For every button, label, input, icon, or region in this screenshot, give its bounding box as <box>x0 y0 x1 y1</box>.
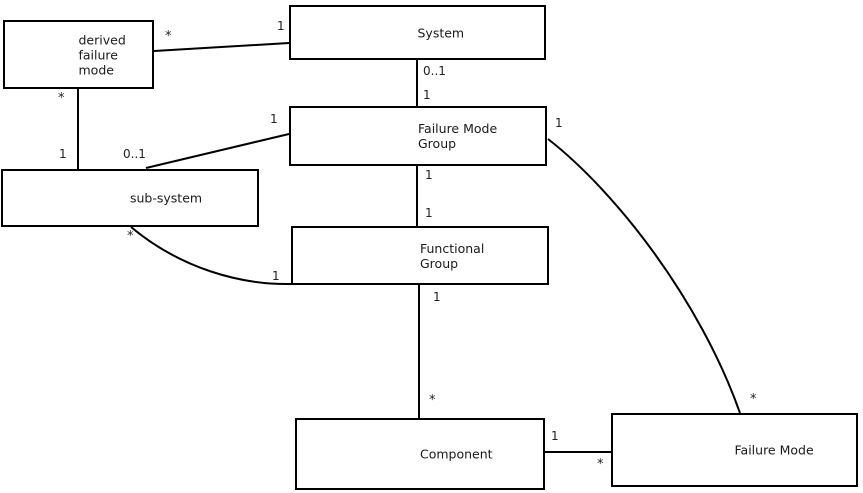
multiplicity-derived-failure-mode-system: * <box>165 29 172 44</box>
class-label-failure-mode: Failure Mode <box>734 442 814 458</box>
class-box-failure-mode[interactable]: Failure Mode <box>611 413 858 487</box>
multiplicity-derived-failure-mode-sub-system: * <box>58 91 65 106</box>
multiplicity-functional-group-component: 1 <box>433 290 441 304</box>
multiplicity-functional-group-failure-mode-group: 1 <box>425 206 433 220</box>
multiplicity-system-derived-failure-mode: 1 <box>277 19 285 33</box>
multiplicity-component-failure-mode: 1 <box>551 429 559 443</box>
association-sub-system-functional-group[interactable] <box>130 226 292 286</box>
class-box-derived-failure-mode[interactable]: derived failure mode <box>3 20 154 89</box>
association-sub-system-failure-mode-group[interactable] <box>145 133 290 169</box>
class-label-component: Component <box>420 446 493 462</box>
association-derived-failure-mode-system[interactable] <box>153 42 290 52</box>
class-box-failure-mode-group[interactable]: Failure Mode Group <box>289 106 547 166</box>
multiplicity-component-functional-group: * <box>429 393 436 408</box>
multiplicity-sub-system-derived-failure-mode: 1 <box>59 147 67 161</box>
class-label-sub-system: sub-system <box>130 190 203 206</box>
multiplicity-system-failure-mode-group: 0..1 <box>423 64 446 78</box>
class-label-functional-group: Functional Group <box>420 240 485 271</box>
multiplicity-failure-mode-group-failure-mode: 1 <box>555 116 563 130</box>
class-box-functional-group[interactable]: Functional Group <box>291 226 549 285</box>
class-label-failure-mode-group: Failure Mode Group <box>418 121 498 151</box>
multiplicity-functional-group-sub-system: 1 <box>272 269 280 283</box>
class-label-derived-failure-mode: derived failure mode <box>78 32 126 77</box>
multiplicity-failure-mode-group-functional-group: 1 <box>425 168 433 182</box>
association-failure-mode-group-failure-mode[interactable] <box>547 138 741 414</box>
multiplicity-sub-system-functional-group: * <box>127 229 134 244</box>
multiplicity-sub-system-failure-mode-group: 0..1 <box>123 147 146 161</box>
class-box-component[interactable]: Component <box>295 418 545 490</box>
multiplicity-failure-mode-group-sub-system: 1 <box>270 112 278 126</box>
class-box-system[interactable]: System <box>289 5 546 60</box>
multiplicity-failure-mode-failure-mode-group: * <box>750 392 757 407</box>
multiplicity-failure-mode-group-system: 1 <box>423 88 431 102</box>
class-label-system: System <box>417 25 465 40</box>
multiplicity-failure-mode-component: * <box>597 457 604 472</box>
class-box-sub-system[interactable]: sub-system <box>1 169 259 227</box>
